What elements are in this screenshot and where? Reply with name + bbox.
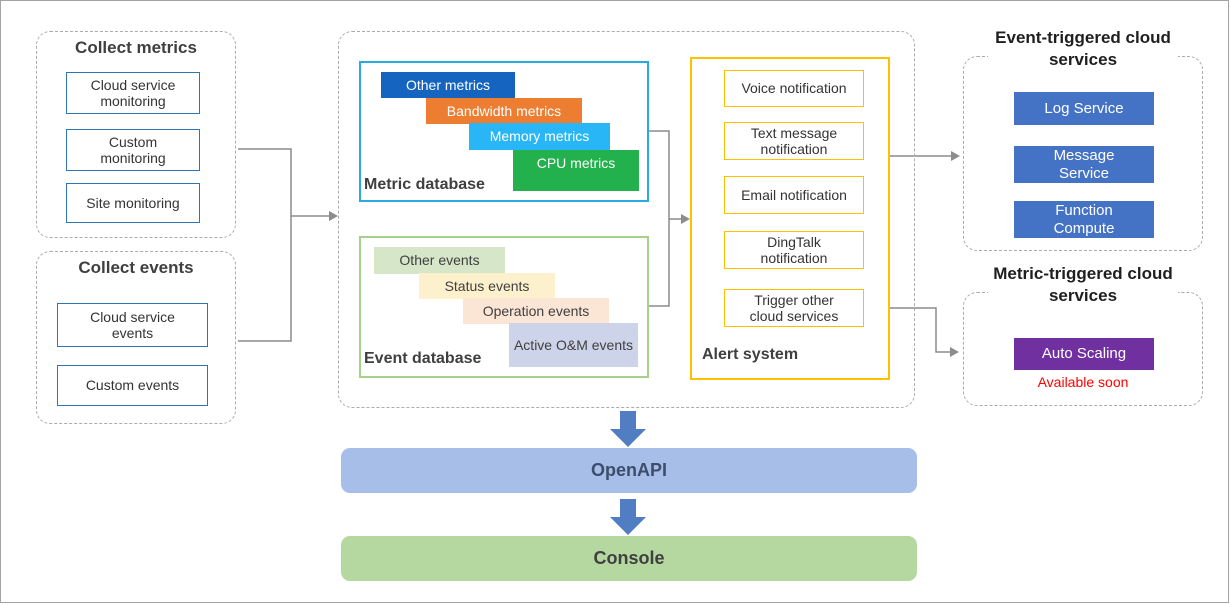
node-custom-events: Custom events xyxy=(57,365,208,406)
metric-database-box: Other metrics Bandwidth metrics Memory m… xyxy=(359,61,649,202)
layer-other-events: Other events xyxy=(374,247,505,274)
node-log-service: Log Service xyxy=(1014,92,1154,125)
event-database-box: Other events Status events Operation eve… xyxy=(359,236,649,378)
console-bar: Console xyxy=(341,536,917,581)
layer-memory-metrics: Memory metrics xyxy=(469,123,610,150)
node-auto-scaling: Auto Scaling xyxy=(1014,338,1154,370)
down-arrow-to-console xyxy=(610,499,646,535)
node-email-notification: Email notification xyxy=(724,176,864,214)
layer-bandwidth-metrics: Bandwidth metrics xyxy=(426,98,582,124)
arrowhead-into-metric-services xyxy=(950,347,959,357)
event-triggered-group: Log Service Message Service Function Com… xyxy=(963,56,1203,251)
layer-other-metrics: Other metrics xyxy=(381,72,515,98)
node-cloud-service-events: Cloud service events xyxy=(57,303,208,347)
node-dingtalk-notification: DingTalk notification xyxy=(724,231,864,269)
collect-metrics-title: Collect metrics xyxy=(75,38,197,57)
collect-metrics-group: Collect metrics Cloud service monitoring… xyxy=(36,31,236,238)
alert-system-box: Voice notification Text message notifica… xyxy=(690,57,890,380)
connector-collect-events-to-db xyxy=(238,216,292,342)
metric-database-label: Metric database xyxy=(364,176,485,193)
processing-group: Other metrics Bandwidth metrics Memory m… xyxy=(338,31,915,408)
node-site-monitoring: Site monitoring xyxy=(66,183,200,223)
arrowhead-into-event-services xyxy=(951,151,960,161)
down-arrow-to-openapi xyxy=(610,411,646,447)
node-trigger-other-cloud-services: Trigger other cloud services xyxy=(724,289,864,327)
available-soon-note: Available soon xyxy=(1037,374,1129,390)
node-cloud-service-monitoring: Cloud service monitoring xyxy=(66,72,200,114)
event-database-label: Event database xyxy=(364,350,482,367)
node-message-service: Message Service xyxy=(1014,146,1154,183)
event-triggered-title: Event-triggered cloud services xyxy=(988,27,1178,72)
metric-triggered-title: Metric-triggered cloud services xyxy=(988,263,1178,308)
collect-events-group: Collect events Cloud service events Cust… xyxy=(36,251,236,424)
connector-collect-metrics-to-db xyxy=(238,148,329,217)
node-function-compute: Function Compute xyxy=(1014,201,1154,238)
layer-cpu-metrics: CPU metrics xyxy=(513,150,639,191)
layer-operation-events: Operation events xyxy=(463,298,609,324)
collect-events-title: Collect events xyxy=(78,258,194,277)
layer-status-events: Status events xyxy=(419,273,555,299)
alert-system-label: Alert system xyxy=(702,346,799,363)
metric-triggered-group: Auto Scaling Available soon xyxy=(963,292,1203,406)
node-voice-notification: Voice notification xyxy=(724,70,864,107)
arrowhead-into-middle xyxy=(329,211,338,221)
layer-active-om-events: Active O&M events xyxy=(509,323,638,367)
openapi-bar: OpenAPI xyxy=(341,448,917,493)
node-custom-monitoring: Custom monitoring xyxy=(66,129,200,171)
node-text-message-notification: Text message notification xyxy=(724,122,864,160)
